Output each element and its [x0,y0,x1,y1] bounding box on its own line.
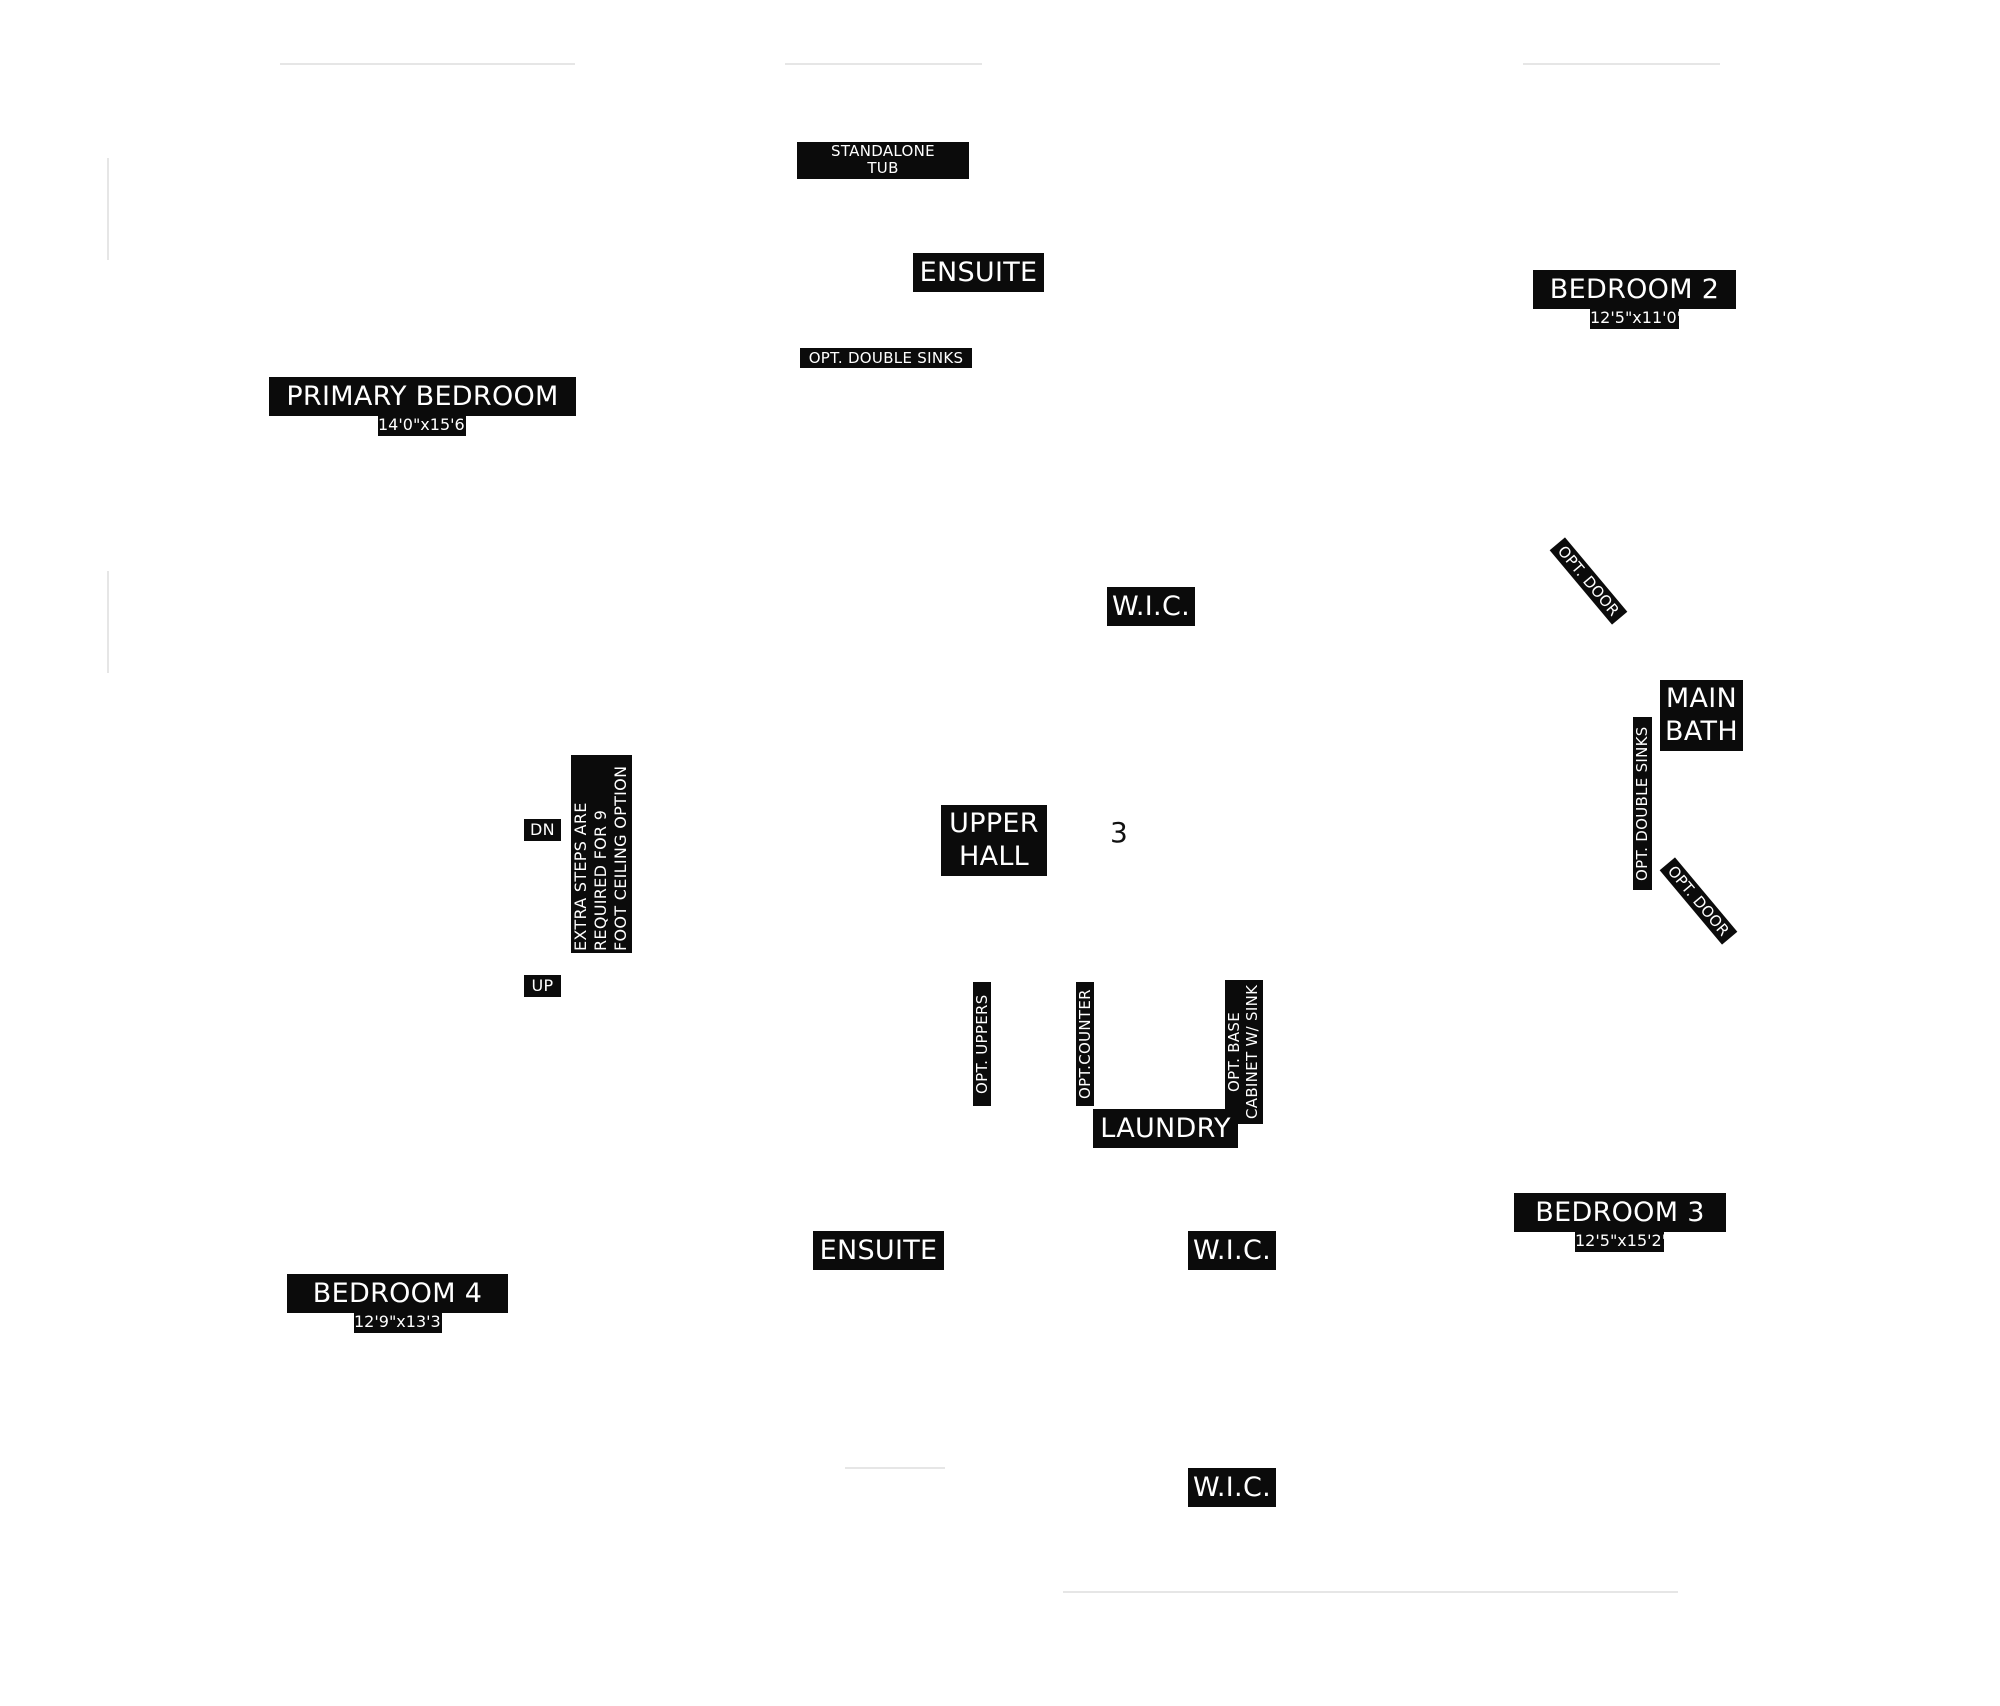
opt-base-cabinet-label: OPT. BASE CABINET W/ SINK [1225,980,1263,1124]
primary-bedroom-label: PRIMARY BEDROOM [269,377,576,416]
main-bath-label: MAIN BATH [1660,680,1743,751]
primary-bedroom-dimensions: 14'0"x15'6" [378,414,473,436]
up-label: UP [524,975,561,997]
bedroom-4-dimensions: 12'9"x13'3" [354,1311,449,1333]
wall-line-bottom-right [1063,1591,1678,1593]
opt-double-sinks-top-label: OPT. DOUBLE SINKS [800,348,972,368]
wic-middle-label: W.I.C. [1188,1231,1276,1270]
opt-door-upper-label: OPT. DOOR [1549,537,1628,625]
bedroom-3-dimensions: 12'5"x15'2" [1575,1230,1670,1252]
standalone-tub-label: STANDALONE TUB [797,142,969,179]
opt-door-lower-label: OPT. DOOR [1659,857,1738,945]
laundry-label: LAUNDRY [1093,1109,1238,1148]
wall-line-top-right [1523,63,1720,65]
wall-line-top-left [280,63,575,65]
wall-line-top-center [785,63,982,65]
opt-uppers-label: OPT. UPPERS [973,982,991,1106]
bedroom-2-dimensions: 12'5"x11'0" [1590,307,1685,329]
step-number-label: 3 [1110,816,1128,849]
wall-line-left-upper [107,158,109,260]
wall-line-left-middle [107,571,109,673]
wall-line-bottom-center [845,1467,945,1469]
dn-label: DN [524,819,561,841]
wic-bottom-label: W.I.C. [1188,1468,1276,1507]
bedroom-3-label: BEDROOM 3 [1514,1193,1726,1232]
extra-steps-note: EXTRA STEPS ARE REQUIRED FOR 9 FOOT CEIL… [571,755,632,953]
ensuite-bottom-label: ENSUITE [813,1231,944,1270]
opt-double-sinks-side-label: OPT. DOUBLE SINKS [1633,717,1652,890]
ensuite-top-label: ENSUITE [913,253,1044,292]
opt-counter-label: OPT.COUNTER [1076,982,1094,1106]
wic-top-label: W.I.C. [1107,587,1195,626]
bedroom-2-label: BEDROOM 2 [1533,270,1736,309]
bedroom-4-label: BEDROOM 4 [287,1274,508,1313]
upper-hall-label: UPPER HALL [941,805,1047,876]
